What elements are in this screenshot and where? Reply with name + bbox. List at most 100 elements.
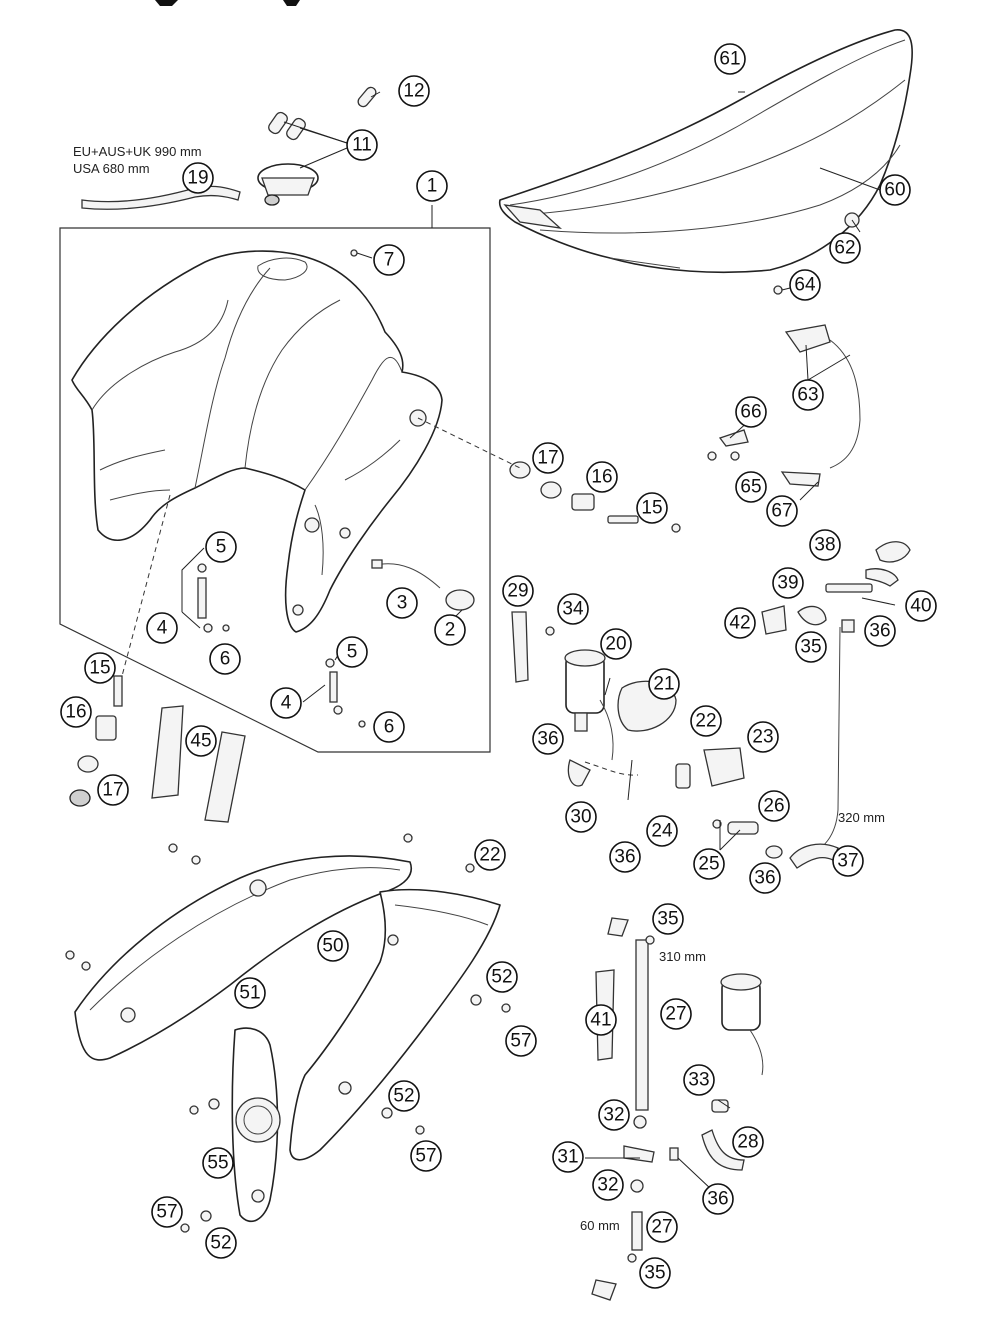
- svg-text:7: 7: [384, 250, 395, 271]
- svg-text:16: 16: [591, 467, 612, 488]
- svg-text:22: 22: [695, 711, 716, 732]
- svg-text:61: 61: [719, 49, 740, 70]
- callout-11: 11: [346, 129, 378, 161]
- callout-26: 26: [758, 790, 790, 822]
- svg-text:60: 60: [884, 180, 905, 201]
- svg-text:20: 20: [605, 634, 626, 655]
- callout-21: 21: [648, 668, 680, 700]
- callout-33: 33: [683, 1064, 715, 1096]
- breather-hose-assembly: [761, 541, 911, 869]
- callout-35b: 35: [652, 903, 684, 935]
- svg-text:52: 52: [210, 1233, 231, 1254]
- callout-4a: 4: [146, 612, 178, 644]
- svg-text:11: 11: [352, 135, 372, 156]
- svg-text:36: 36: [614, 847, 635, 868]
- tank-mount-hardware-right: [509, 461, 639, 524]
- callout-45: 45: [185, 725, 217, 757]
- callout-52a: 52: [486, 961, 518, 993]
- callout-67: 67: [766, 495, 798, 527]
- callout-62: 62: [829, 232, 861, 264]
- callout-41: 41: [585, 1004, 617, 1036]
- svg-text:45: 45: [190, 731, 211, 752]
- svg-text:5: 5: [216, 537, 227, 558]
- callout-37: 37: [832, 845, 864, 877]
- svg-text:39: 39: [777, 573, 798, 594]
- callout-3: 3: [386, 587, 418, 619]
- callout-24: 24: [646, 815, 678, 847]
- svg-text:24: 24: [651, 821, 673, 842]
- callout-61: 61: [714, 43, 746, 75]
- fuel-cap: [257, 163, 319, 206]
- fuel-tap-upper: [197, 563, 230, 633]
- fuel-pump: [564, 649, 614, 761]
- svg-text:17: 17: [537, 448, 558, 469]
- fuel-tank-group-frame: [59, 227, 491, 753]
- callout-42: 42: [724, 607, 756, 639]
- callout-6a: 6: [209, 643, 241, 675]
- svg-text:22: 22: [479, 845, 500, 866]
- callout-17a: 17: [532, 442, 564, 474]
- callout-65: 65: [735, 471, 767, 503]
- misc-screws: [65, 212, 860, 1233]
- callout-22a: 22: [690, 705, 722, 737]
- svg-text:40: 40: [910, 596, 931, 617]
- seat-lock-assembly: [707, 285, 861, 487]
- callout-36a: 36: [532, 723, 564, 755]
- svg-text:29: 29: [507, 581, 528, 602]
- svg-text:19: 19: [187, 168, 208, 189]
- fuel-pump-connector: [371, 559, 475, 611]
- side-cover-55: [231, 1027, 281, 1223]
- svg-text:38: 38: [814, 535, 835, 556]
- hose-30: [567, 759, 639, 787]
- callout-2: 2: [434, 614, 466, 646]
- callout-27b: 27: [646, 1211, 678, 1243]
- svg-text:5: 5: [347, 642, 358, 663]
- keys: [268, 86, 377, 141]
- svg-text:31: 31: [557, 1147, 578, 1168]
- callout-36b: 36: [864, 615, 896, 647]
- callout-30: 30: [565, 801, 597, 833]
- svg-text:27: 27: [651, 1217, 672, 1238]
- svg-text:27: 27: [665, 1004, 686, 1025]
- callout-52c: 52: [205, 1227, 237, 1259]
- callout-57a: 57: [505, 1025, 537, 1057]
- callout-35c: 35: [639, 1257, 671, 1289]
- svg-text:35: 35: [800, 637, 821, 658]
- callout-15a: 15: [636, 492, 668, 524]
- svg-text:63: 63: [797, 385, 818, 406]
- callout-15b: 15: [84, 652, 116, 684]
- callout-39: 39: [772, 567, 804, 599]
- callout-23: 23: [747, 721, 779, 753]
- callout-57c: 57: [151, 1196, 183, 1228]
- callout-64: 64: [789, 269, 821, 301]
- svg-text:35: 35: [657, 909, 678, 930]
- svg-text:15: 15: [641, 498, 662, 519]
- fuel-pump-lower: [669, 973, 764, 1171]
- hose-29: [511, 611, 555, 683]
- callout-1: 1: [416, 170, 448, 202]
- svg-text:36: 36: [754, 868, 775, 889]
- fuel-tap-lower: [325, 658, 366, 728]
- callout-6b: 6: [373, 711, 405, 743]
- svg-text:57: 57: [510, 1031, 531, 1052]
- callout-40: 40: [905, 590, 937, 622]
- svg-text:62: 62: [834, 238, 855, 259]
- callout-51: 51: [234, 977, 266, 1009]
- svg-text:50: 50: [322, 936, 343, 957]
- fuel-line-19: [81, 185, 241, 210]
- top-cropped-header: [155, 0, 300, 6]
- fitting-24: [675, 763, 691, 789]
- callout-35a: 35: [795, 631, 827, 663]
- callout-38: 38: [809, 529, 841, 561]
- callout-32b: 32: [592, 1169, 624, 1201]
- callout-55: 55: [202, 1147, 234, 1179]
- svg-text:37: 37: [837, 851, 858, 872]
- svg-text:23: 23: [752, 727, 773, 748]
- callout-31: 31: [552, 1141, 584, 1173]
- svg-text:25: 25: [698, 854, 719, 875]
- svg-text:41: 41: [590, 1010, 611, 1031]
- note-line-length-usa: USA 680 mm: [73, 161, 150, 176]
- svg-text:66: 66: [740, 402, 761, 423]
- note-hose-320: 320 mm: [838, 810, 885, 825]
